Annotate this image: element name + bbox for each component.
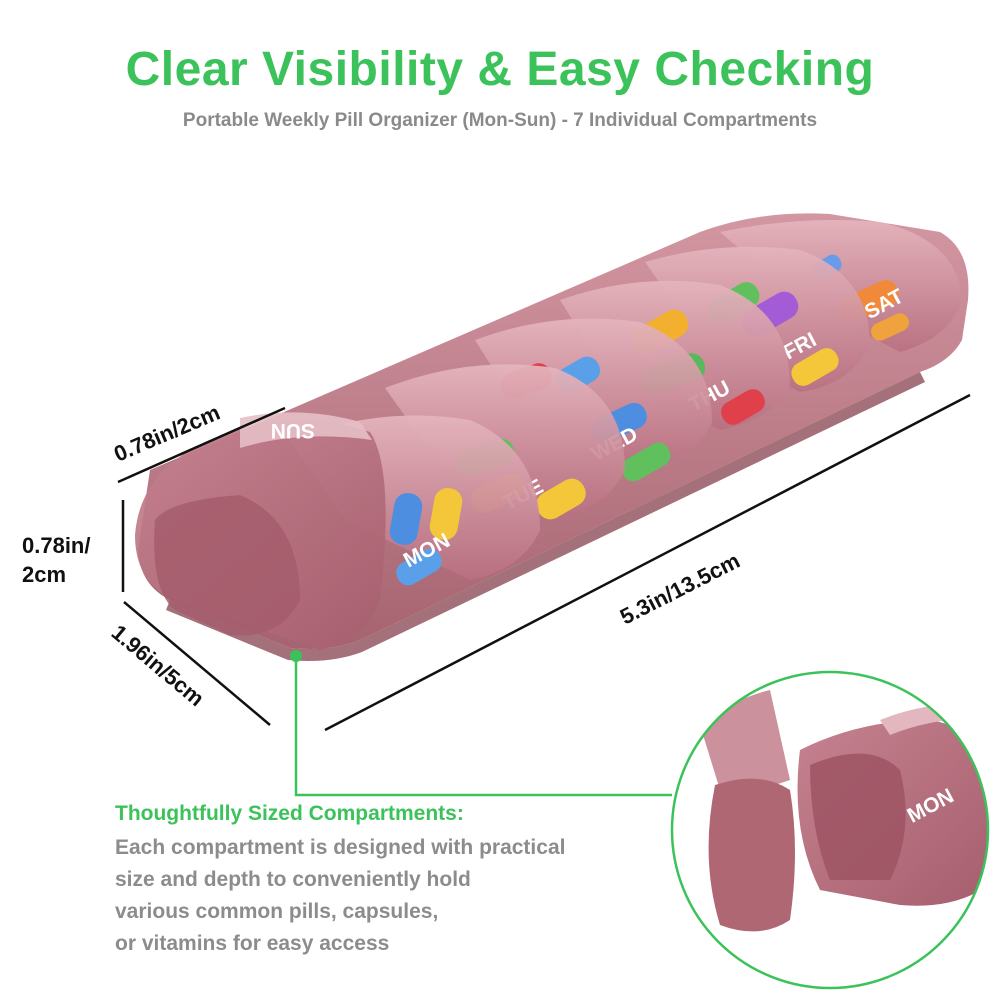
- dimension-lines: [117, 393, 971, 732]
- pill-case: SAT FRI THU WED T: [135, 213, 969, 661]
- day-label-sun: SUN: [271, 419, 315, 442]
- dim-length-label: 5.3in/13.5cm: [616, 548, 744, 630]
- dim-line-top-width: [117, 406, 286, 484]
- feature-description: Each compartment is designed with practi…: [115, 832, 675, 960]
- dim-line-depth: [123, 601, 271, 726]
- feature-line-1: Each compartment is designed with practi…: [115, 836, 566, 859]
- feature-title: Thoughtfully Sized Compartments:: [115, 802, 464, 825]
- compartment-sun[interactable]: SUN: [135, 412, 386, 650]
- dim-height-label-line1: 0.78in/: [22, 533, 90, 558]
- page-subtitle: Portable Weekly Pill Organizer (Mon-Sun)…: [182, 110, 818, 131]
- callout-leader: [290, 650, 672, 797]
- dim-line-length: [324, 393, 971, 732]
- dim-depth-label: 1.96in/5cm: [107, 620, 209, 711]
- detail-zoom-circle: MON: [670, 670, 990, 990]
- feature-line-2: size and depth to conveniently hold: [115, 868, 471, 891]
- feature-line-3: various common pills, capsules,: [115, 900, 439, 923]
- page-title: Clear Visibility & Easy Checking: [125, 43, 875, 96]
- dim-height-label-line2: 2cm: [22, 562, 66, 587]
- feature-line-4: or vitamins for easy access: [115, 932, 390, 955]
